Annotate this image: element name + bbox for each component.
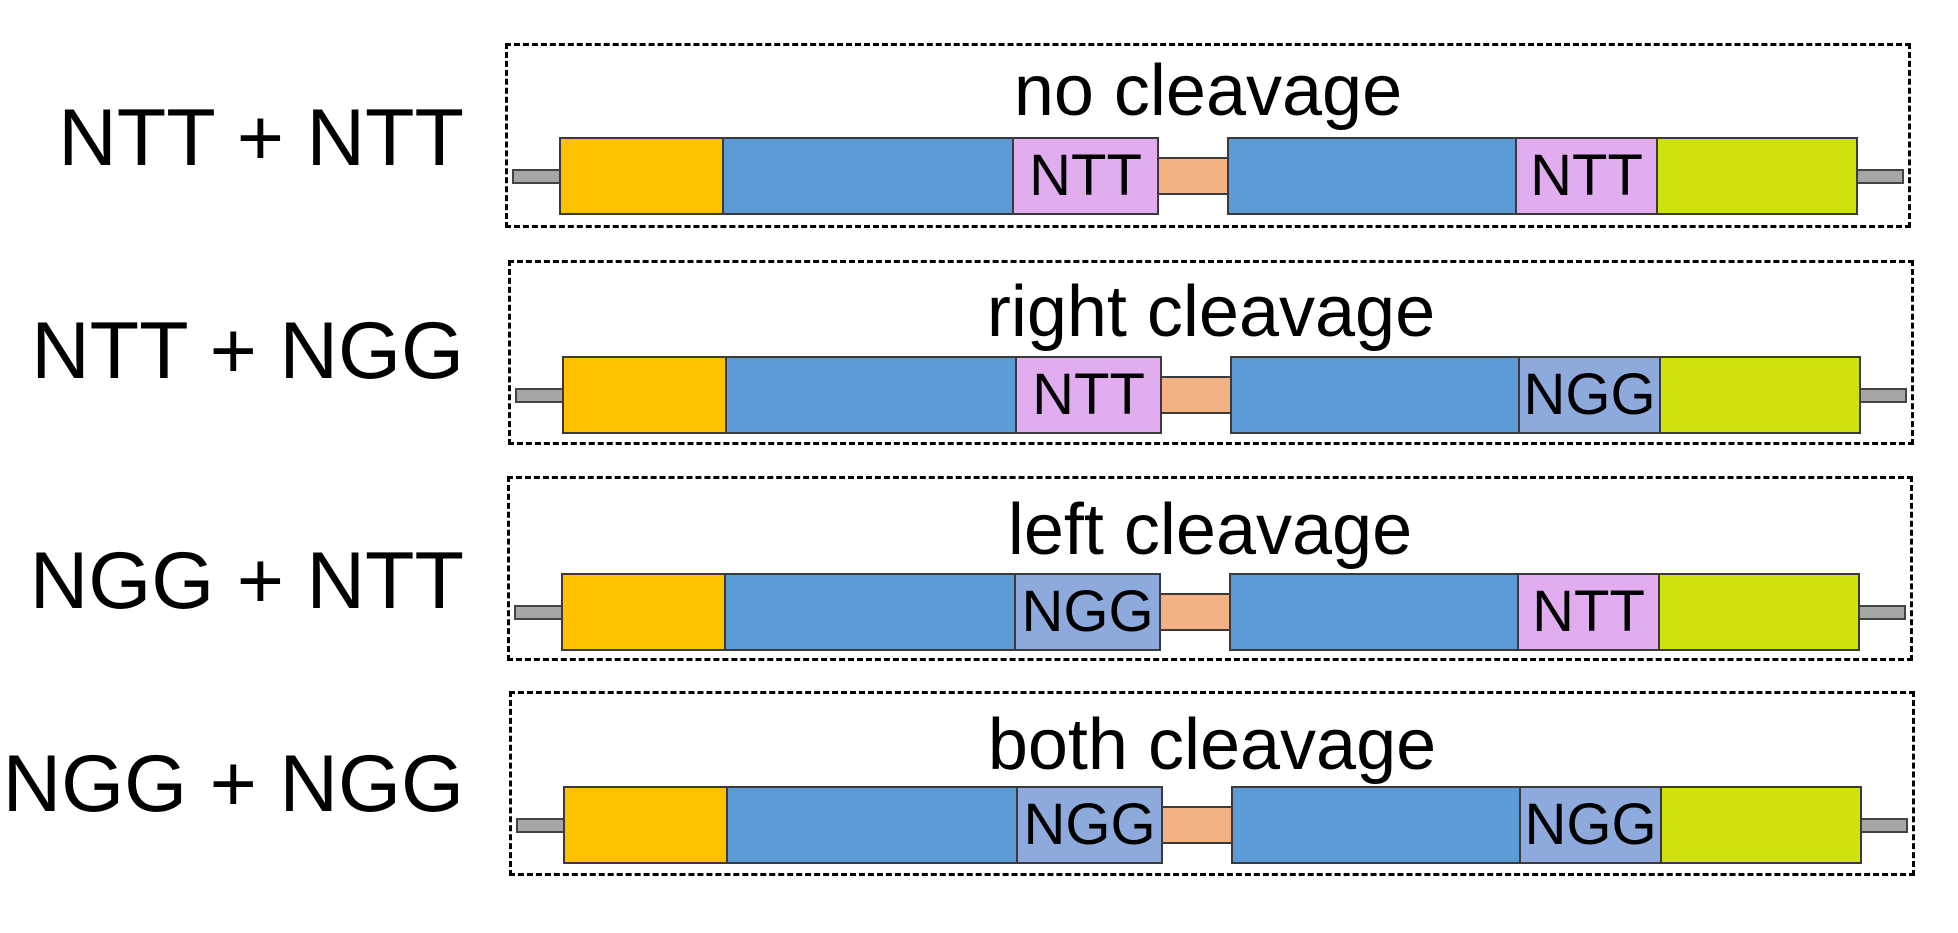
right-pam-segment: NTT bbox=[1515, 137, 1658, 215]
linker-segment bbox=[1161, 806, 1233, 844]
n-terminal-segment bbox=[561, 573, 726, 651]
panel-title: no cleavage bbox=[1013, 51, 1403, 131]
c-terminal-segment bbox=[1656, 137, 1858, 215]
row-label: NTT + NTT bbox=[58, 93, 464, 183]
pam-label: NTT bbox=[1530, 143, 1643, 208]
left-stub bbox=[512, 169, 561, 184]
n-terminal-segment bbox=[563, 786, 728, 864]
c-terminal-segment bbox=[1660, 786, 1862, 864]
construct-panel bbox=[507, 476, 1913, 661]
n-terminal-segment bbox=[562, 356, 727, 434]
right-domain-segment bbox=[1230, 356, 1520, 434]
right-pam-segment: NGG bbox=[1518, 356, 1661, 434]
pam-label: NTT bbox=[1532, 579, 1645, 644]
construct-panel bbox=[508, 260, 1914, 445]
left-domain-segment bbox=[726, 786, 1018, 864]
row-label: NTT + NGG bbox=[31, 306, 464, 396]
pam-label: NGG bbox=[1524, 792, 1657, 857]
panel-title: right cleavage bbox=[986, 272, 1436, 352]
right-stub bbox=[1860, 818, 1908, 833]
linker-segment bbox=[1159, 593, 1231, 631]
left-pam-segment: NTT bbox=[1015, 356, 1162, 434]
right-pam-segment: NTT bbox=[1517, 573, 1660, 651]
left-domain-segment bbox=[725, 356, 1017, 434]
pam-label: NGG bbox=[1523, 362, 1656, 427]
c-terminal-segment bbox=[1659, 356, 1861, 434]
panel-title: both cleavage bbox=[987, 705, 1437, 785]
left-pam-segment: NGG bbox=[1016, 786, 1163, 864]
panel-title: left cleavage bbox=[1007, 490, 1413, 570]
right-stub bbox=[1859, 388, 1907, 403]
right-stub bbox=[1858, 605, 1906, 620]
row-label: NGG + NTT bbox=[29, 536, 464, 626]
right-domain-segment bbox=[1229, 573, 1519, 651]
left-domain-segment bbox=[722, 137, 1014, 215]
pam-label: NTT bbox=[1029, 143, 1142, 208]
pam-label: NTT bbox=[1032, 362, 1145, 427]
pam-label: NGG bbox=[1023, 792, 1156, 857]
n-terminal-segment bbox=[559, 137, 724, 215]
row-label: NGG + NGG bbox=[2, 739, 464, 829]
right-stub bbox=[1856, 169, 1904, 184]
left-stub bbox=[514, 605, 563, 620]
pam-label: NGG bbox=[1021, 579, 1154, 644]
left-pam-segment: NTT bbox=[1012, 137, 1159, 215]
left-stub bbox=[516, 818, 565, 833]
left-domain-segment bbox=[724, 573, 1016, 651]
left-stub bbox=[515, 388, 564, 403]
linker-segment bbox=[1160, 376, 1232, 414]
left-pam-segment: NGG bbox=[1014, 573, 1161, 651]
right-pam-segment: NGG bbox=[1519, 786, 1662, 864]
construct-panel bbox=[509, 691, 1915, 876]
right-domain-segment bbox=[1231, 786, 1521, 864]
c-terminal-segment bbox=[1658, 573, 1860, 651]
construct-panel bbox=[505, 43, 1911, 228]
right-domain-segment bbox=[1227, 137, 1517, 215]
linker-segment bbox=[1157, 157, 1229, 195]
